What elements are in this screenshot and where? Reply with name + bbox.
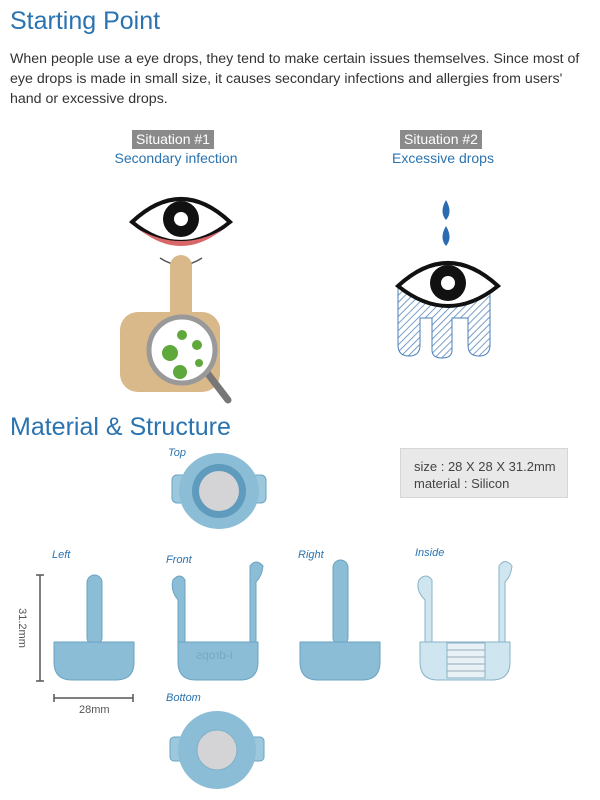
situation-2-subtitle: Excessive drops: [392, 150, 494, 166]
eye-icon-excessive: [394, 261, 502, 359]
label-front: Front: [166, 554, 192, 566]
spec-size: size : 28 X 28 X 31.2mm: [414, 459, 556, 474]
label-right: Right: [298, 549, 324, 561]
eye-icon-infection: [128, 197, 234, 266]
inside-view-illustration: [417, 561, 513, 681]
situation-1-subtitle: Secondary infection: [114, 150, 238, 166]
top-view-illustration: [171, 453, 267, 529]
situation-2-badge: Situation #2: [400, 130, 482, 149]
magnifier-germs-icon: [146, 314, 232, 404]
label-left: Left: [52, 549, 71, 561]
drops-icon: [442, 200, 450, 246]
width-dimension-label: 28mm: [79, 704, 110, 716]
starting-point-title: Starting Point: [10, 7, 161, 35]
right-view-illustration: [299, 559, 381, 681]
material-structure-title: Material & Structure: [10, 413, 231, 441]
height-dimension-label: 31.2mm: [15, 608, 28, 648]
label-bottom: Bottom: [166, 692, 201, 704]
intro-paragraph: When people use a eye drops, they tend t…: [10, 51, 580, 107]
left-view-illustration: [53, 574, 135, 681]
dimension-lines: [36, 574, 134, 702]
bottom-view-illustration: [169, 711, 265, 789]
front-view-illustration: [171, 561, 264, 681]
front-emboss-text: i-drops: [196, 648, 233, 662]
spec-material: material : Silicon: [414, 476, 510, 491]
specs-box: size : 28 X 28 X 31.2mm material : Silic…: [400, 448, 568, 498]
situation-1-badge: Situation #1: [132, 130, 214, 149]
label-inside: Inside: [415, 547, 445, 559]
label-top: Top: [168, 447, 186, 459]
